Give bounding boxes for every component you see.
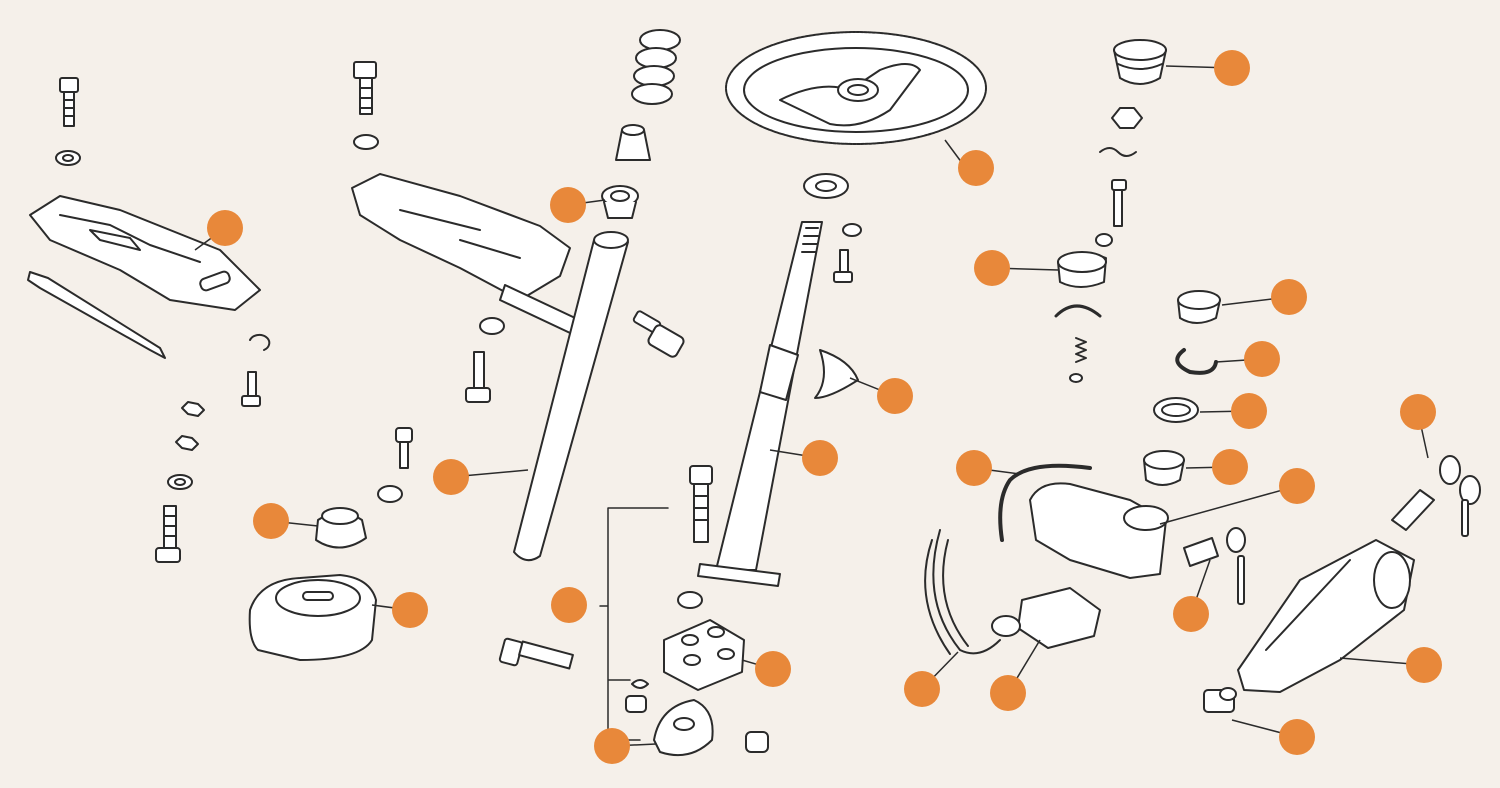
flexible-coupling-disc: [663, 619, 745, 691]
centre-washer-top: [353, 134, 379, 150]
centre-bolt-top: [353, 61, 377, 115]
switch-shroud: [1029, 482, 1169, 579]
left-bolt-bottom: [155, 505, 181, 563]
shaft-clip: [814, 349, 859, 399]
callout-marker[interactable]: [433, 459, 469, 495]
outer-column-tube: [513, 231, 629, 562]
shaft-washer: [842, 223, 862, 237]
left-clip-1: [181, 401, 205, 417]
horn-nut: [1111, 107, 1143, 129]
turn-signal-cancel-ring: [1177, 290, 1221, 324]
horn-spring: [1075, 337, 1087, 363]
ignition-lock-key: [1391, 455, 1481, 537]
ignition-switch-body: [991, 587, 1101, 649]
left-bolt-top: [59, 77, 79, 127]
left-washer-top-hole: [62, 154, 74, 162]
callout-marker[interactable]: [1244, 341, 1280, 377]
callout-marker[interactable]: [253, 503, 289, 539]
horn-retaining-clip: [1054, 304, 1102, 318]
inner-steering-shaft: [697, 221, 823, 587]
rubber-bushing: [315, 507, 367, 549]
callout-marker[interactable]: [1214, 50, 1250, 86]
callout-marker[interactable]: [392, 592, 428, 628]
upper-bearing: [601, 185, 639, 219]
coupling-washer: [677, 591, 703, 609]
centre-washer-mid: [479, 317, 505, 335]
coupling-clamp: [653, 699, 714, 756]
column-clamp-ring: [615, 124, 651, 161]
callout-marker[interactable]: [974, 250, 1010, 286]
callout-marker[interactable]: [904, 671, 940, 707]
bearing-sleeve: [1143, 450, 1185, 486]
callout-marker[interactable]: [1406, 647, 1442, 683]
centre-bolt-low: [395, 427, 413, 469]
steering-wheel: [725, 31, 987, 145]
left-circlip: [249, 333, 271, 351]
callout-marker[interactable]: [1231, 393, 1267, 429]
coupling-bolt-long: [689, 465, 713, 543]
coupling-nut: [625, 695, 647, 713]
horn-spring-clip: [1099, 147, 1137, 157]
callout-marker[interactable]: [1279, 719, 1315, 755]
column-support-bracket: [351, 173, 591, 341]
lock-cylinder-small: [1183, 527, 1246, 605]
callout-marker[interactable]: [956, 450, 992, 486]
callout-marker[interactable]: [550, 187, 586, 223]
left-steering-bracket: [29, 195, 261, 311]
coupling-nut-2: [745, 731, 769, 753]
coupling-bolt-horizontal: [498, 637, 574, 670]
callout-marker[interactable]: [1400, 394, 1436, 430]
callout-marker[interactable]: [1212, 449, 1248, 485]
shaft-screw: [833, 249, 853, 283]
felt-ring-hole: [1161, 403, 1191, 417]
wiring-strap: [998, 463, 1092, 542]
callout-marker[interactable]: [877, 378, 913, 414]
horn-contact-ring: [803, 173, 849, 199]
left-washer-low-hole: [174, 478, 186, 486]
horn-contact-housing: [1057, 251, 1107, 288]
callout-marker[interactable]: [551, 587, 587, 623]
horn-washer: [1095, 233, 1113, 247]
left-small-bolt: [241, 371, 261, 407]
callout-marker[interactable]: [207, 210, 243, 246]
snap-ring: [1175, 348, 1218, 375]
horn-button-cap: [1113, 39, 1167, 85]
callout-marker[interactable]: [802, 440, 838, 476]
callout-marker[interactable]: [1279, 468, 1315, 504]
left-clip-2: [175, 435, 199, 451]
centre-washer-low: [377, 485, 403, 503]
steering-lock-housing: [1237, 539, 1415, 693]
centre-bolt-mid: [465, 351, 491, 403]
callout-marker[interactable]: [1173, 596, 1209, 632]
callout-marker[interactable]: [594, 728, 630, 764]
column-spring-stack: [631, 29, 681, 105]
callout-marker[interactable]: [755, 651, 791, 687]
callout-marker[interactable]: [1271, 279, 1307, 315]
wiring-harness: [924, 529, 1001, 655]
mounting-cup-housing: [248, 574, 377, 661]
horn-contact-pin: [1111, 179, 1127, 227]
left-support-arm: [27, 271, 166, 359]
coupling-lock-clip: [631, 679, 649, 689]
small-lock-switch: [1203, 687, 1237, 713]
collar-bolt: [632, 310, 685, 358]
callout-markers: [207, 50, 1442, 764]
callout-marker[interactable]: [990, 675, 1026, 711]
horn-small-washer: [1069, 373, 1083, 383]
callout-marker[interactable]: [958, 150, 994, 186]
